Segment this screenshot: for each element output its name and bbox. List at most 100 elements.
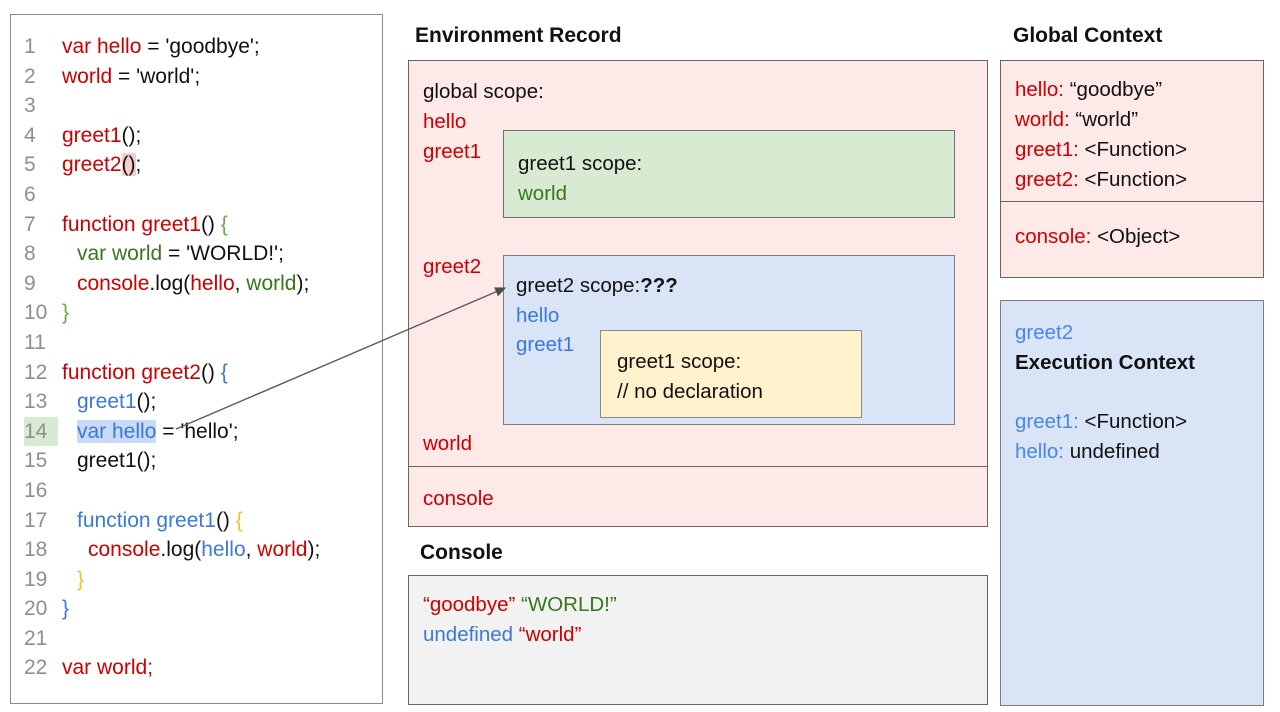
code-line: 3 — [24, 91, 376, 121]
code-token: var world; — [62, 656, 154, 680]
code-token: var hello — [62, 35, 142, 58]
environment-record-console-item: console — [423, 487, 494, 510]
code-token: function greet1 — [77, 508, 216, 532]
nested-greet1-scope-box: greet1 scope: // no declaration — [600, 330, 862, 418]
line-number: 17 — [24, 508, 48, 532]
code-token: } — [77, 567, 85, 591]
line-number: 18 — [24, 538, 48, 562]
code-token: = 'WORLD!'; — [162, 242, 284, 266]
code-token: function greet2 — [62, 360, 201, 384]
global-context-variables-section: hello: “goodbye” world: “world” greet1: … — [1001, 61, 1263, 202]
code-text: greet2(); — [62, 150, 141, 180]
code-text: var world; — [62, 653, 153, 683]
code-token: ); — [296, 271, 310, 295]
execution-context-box: greet2 Execution Context greet1: <Functi… — [1000, 300, 1264, 706]
code-token: hello — [190, 271, 235, 295]
code-token: { — [220, 212, 228, 236]
code-text: var world = 'WORLD!'; — [77, 239, 284, 269]
console-output-line-2: undefined “world” — [423, 623, 581, 647]
code-line: 5 greet2(); — [24, 150, 376, 180]
code-line: 10} — [24, 298, 376, 328]
code-line: 19} — [24, 565, 376, 595]
code-token: world — [257, 538, 308, 562]
line-number: 21 — [24, 626, 48, 650]
code-text: greet1(); — [77, 446, 156, 476]
line-number: 2 — [24, 64, 36, 88]
line-number: 10 — [24, 301, 48, 325]
code-token: } — [62, 597, 70, 621]
code-token: var hello — [77, 419, 157, 443]
line-number: 12 — [24, 360, 48, 384]
greet2-scope-label: greet2 scope:??? — [516, 274, 678, 298]
code-text: console.log(hello, world); — [77, 269, 309, 299]
console-out-goodbye: “goodbye” — [423, 593, 516, 616]
code-token: () — [215, 508, 236, 532]
greet2-scope-box: greet2 scope:??? hello greet1 greet1 sco… — [503, 255, 955, 425]
code-token: greet1 — [62, 123, 122, 147]
var-key: hello: — [1015, 78, 1065, 101]
code-token: { — [235, 508, 243, 532]
code-text: console.log(hello, world); — [88, 535, 320, 565]
global-context-console-section: console: <Object> — [1001, 203, 1263, 249]
code-text: var hello = 'goodbye'; — [62, 32, 260, 62]
code-line: 17 function greet1() { — [24, 506, 376, 536]
line-number: 19 — [24, 567, 48, 591]
greet2-scope-question-marks: ??? — [640, 274, 678, 297]
global-context-row: hello: “goodbye” — [1015, 75, 1263, 105]
code-token: function greet1 — [62, 212, 201, 236]
line-number: 4 — [24, 123, 36, 147]
execution-context-fn-name: greet2 — [1015, 321, 1074, 344]
code-text: function greet1() { — [77, 506, 243, 536]
code-token: greet1 — [77, 390, 137, 414]
code-token: .log( — [160, 538, 202, 562]
global-scope-item-world: world — [423, 432, 472, 455]
code-line: 6 — [24, 180, 376, 210]
code-token: (); — [121, 123, 142, 147]
var-key: world: — [1015, 108, 1070, 131]
line-number: 5 — [24, 153, 36, 177]
console-out-undefined: undefined — [423, 623, 514, 646]
code-token: , — [245, 538, 258, 562]
environment-record-console-box: console — [408, 467, 988, 527]
global-context-console-row: console: <Object> — [1015, 225, 1180, 248]
line-number: 6 — [24, 182, 36, 206]
console-out-world-lower: “world” — [518, 623, 582, 646]
global-scope-item-greet1: greet1 — [423, 140, 482, 163]
code-token: = 'hello'; — [156, 419, 239, 443]
code-text: function greet1() { — [62, 210, 228, 240]
global-context-row: greet1: <Function> — [1015, 135, 1263, 165]
code-text: greet1(); — [77, 387, 156, 417]
var-key: greet1: — [1015, 138, 1079, 161]
greet2-scope-label-text: greet2 scope: — [516, 274, 641, 297]
greet1-scope-item-world: world — [518, 182, 567, 205]
code-text: } — [62, 298, 69, 328]
nested-greet1-scope-comment: // no declaration — [617, 380, 763, 403]
environment-record-title: Environment Record — [415, 24, 622, 47]
code-line: 18 console.log(hello, world); — [24, 535, 376, 565]
nested-greet1-scope-label: greet1 scope: — [617, 350, 742, 373]
spacer — [1015, 378, 1263, 407]
code-token: console — [88, 538, 161, 562]
line-number: 3 — [24, 94, 36, 118]
code-token: (); — [136, 390, 157, 414]
console-output-line-1: “goodbye” “WORLD!” — [423, 593, 617, 617]
code-token: = 'world'; — [112, 64, 201, 88]
global-context-row: world: “world” — [1015, 105, 1263, 135]
line-number: 14 — [24, 416, 58, 447]
code-token: .log( — [149, 271, 191, 295]
code-token: greet2 — [62, 153, 122, 177]
global-scope-label: global scope: — [423, 80, 544, 103]
global-scope-item-hello: hello — [423, 110, 467, 133]
code-token: , — [234, 271, 247, 295]
global-context-row: greet2: <Function> — [1015, 165, 1263, 195]
var-value: <Function> — [1084, 410, 1188, 433]
code-token: () — [200, 360, 221, 384]
code-text: } — [62, 594, 69, 624]
